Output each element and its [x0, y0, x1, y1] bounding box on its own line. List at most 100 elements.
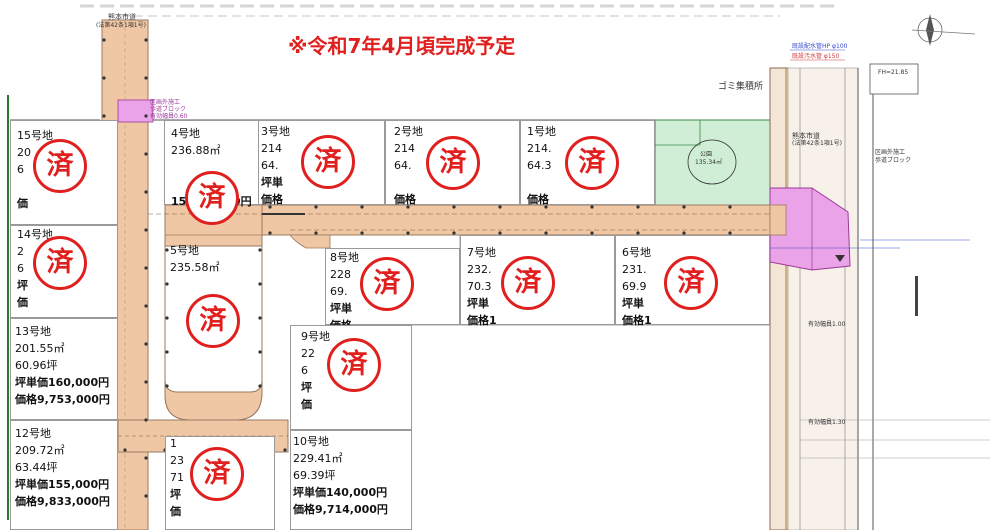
left-sidewalk-note: 歩道ブロック: [150, 106, 187, 113]
survey-point: [258, 316, 262, 320]
survey-point: [144, 418, 148, 422]
lot-text: 価格1: [622, 314, 652, 327]
sold-stamp: 済: [501, 256, 555, 310]
survey-point: [728, 231, 732, 235]
lot-text: 71: [170, 471, 184, 484]
survey-point: [144, 456, 148, 460]
survey-point: [165, 282, 169, 286]
lot-text: 2号地: [394, 125, 423, 138]
lot-text: 3号地: [261, 125, 290, 138]
survey-point: [406, 231, 410, 235]
lot-text: 7号地: [467, 246, 496, 259]
survey-point: [636, 205, 640, 209]
sold-stamp: 済: [186, 294, 240, 348]
municipal-road-sublabel: (法第42条1項1号): [96, 22, 146, 29]
survey-point: [544, 231, 548, 235]
lot-text: 14号地: [17, 228, 53, 241]
lot-text: 価: [17, 197, 28, 210]
survey-point: [144, 38, 148, 42]
completion-notice: ※令和7年4月頃完成予定: [288, 34, 516, 58]
lot-text: 6: [301, 364, 308, 377]
lot-text: 価格9,753,000円: [15, 393, 110, 406]
lot-text: 63.44坪: [15, 461, 58, 474]
lot-text: 1: [170, 437, 177, 450]
sewer-pipe-note: 既設汚水管 φ150: [792, 53, 840, 60]
survey-point: [636, 231, 640, 235]
right-road-sublabel: (法第42条1項1号): [792, 140, 842, 147]
survey-point: [165, 316, 169, 320]
sidewalk-block-note: 歩道ブロック: [875, 157, 912, 164]
lot-text: 9号地: [301, 330, 330, 343]
lot-text: 坪: [17, 279, 28, 292]
lot-text: 214: [261, 142, 282, 155]
lot-text: 232.: [467, 263, 492, 276]
lot-text: 10号地: [293, 435, 329, 448]
lot-text: 1号地: [527, 125, 556, 138]
sold-stamp: 済: [33, 236, 87, 290]
lot-text: 64.: [261, 159, 279, 172]
lot-text: 236.88㎡: [171, 144, 221, 157]
survey-point: [544, 205, 548, 209]
road-survey-marks: [102, 38, 732, 498]
lot-text: 201.55㎡: [15, 342, 65, 355]
survey-point: [314, 231, 318, 235]
lot-text: 8号地: [330, 251, 359, 264]
garbage-area-note: FH=21.85: [878, 69, 909, 76]
survey-point: [498, 231, 502, 235]
lot-text: 5号地: [170, 244, 199, 257]
lot-text: 22: [301, 347, 315, 360]
lot-text: 坪単: [261, 176, 283, 189]
survey-point: [268, 231, 272, 235]
survey-point: [165, 248, 169, 252]
effective-width-note: 有効幅員1.00: [808, 321, 846, 328]
survey-point: [682, 205, 686, 209]
survey-point: [258, 248, 262, 252]
park-label: 公園: [700, 151, 713, 158]
survey-point: [144, 228, 148, 232]
lot-text: 価: [301, 398, 312, 411]
sold-stamp: 済: [185, 171, 239, 225]
lot-text: 231.: [622, 263, 647, 276]
lot-text: 価: [170, 505, 181, 518]
survey-point: [165, 384, 169, 388]
survey-point: [123, 448, 127, 452]
survey-point: [590, 231, 594, 235]
survey-point: [314, 205, 318, 209]
lot-text: 20: [17, 146, 31, 159]
survey-point: [102, 76, 106, 80]
lot-text: 6: [17, 262, 24, 275]
survey-point: [258, 384, 262, 388]
lot-text: 214.: [527, 142, 552, 155]
survey-point: [498, 205, 502, 209]
survey-point: [590, 205, 594, 209]
left-offsite-note: 区画外施工: [150, 99, 181, 106]
lot-text: 70.3: [467, 280, 492, 293]
survey-point: [406, 205, 410, 209]
survey-point: [728, 205, 732, 209]
lot-text: 12号地: [15, 427, 51, 440]
survey-point: [360, 205, 364, 209]
sold-stamp: 済: [565, 136, 619, 190]
lot-text: 坪単: [467, 297, 489, 310]
left-width-note: 有効幅員0.60: [150, 113, 188, 120]
lot-text: 坪: [170, 488, 181, 501]
lot-text: 69.39坪: [293, 469, 336, 482]
survey-point: [144, 304, 148, 308]
lot-text: 価格: [394, 193, 416, 206]
